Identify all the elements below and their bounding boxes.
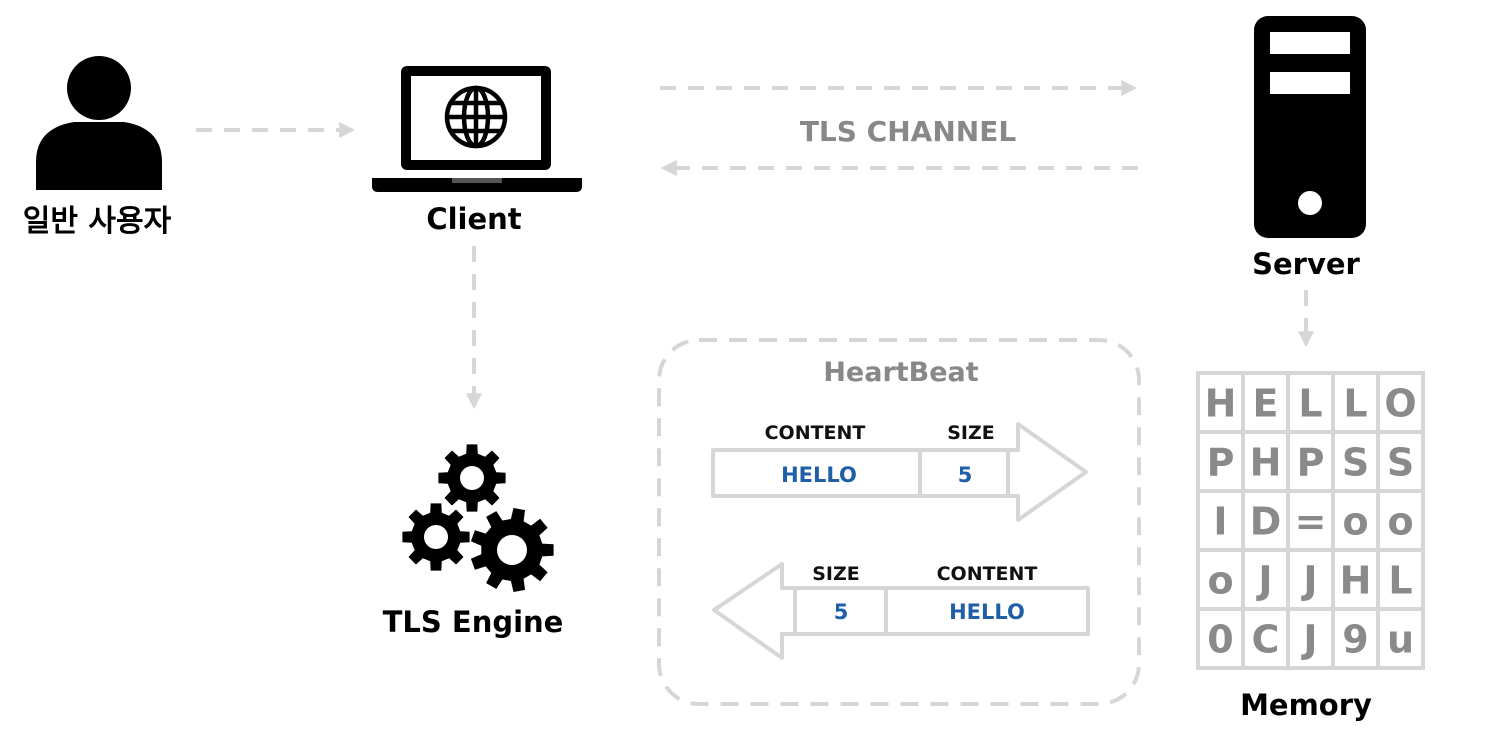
memory-cell: P (1297, 441, 1325, 485)
memory-cell: S (1387, 441, 1414, 485)
heartbeat-request-arrow (711, 422, 1088, 522)
memory-cell: L (1388, 559, 1412, 603)
memory-cell: o (1387, 500, 1413, 544)
response-content-header: CONTENT (937, 563, 1038, 585)
heartbeat-box (657, 338, 1141, 706)
request-size-header: SIZE (947, 422, 995, 444)
memory-cell: H (1340, 559, 1372, 603)
memory-cell: E (1253, 382, 1279, 426)
memory-cell: = (1295, 500, 1327, 544)
heartbeat-response-arrow (712, 562, 1090, 660)
memory-cell: C (1252, 618, 1280, 662)
memory-cell: O (1384, 382, 1416, 426)
memory-cell: o (1342, 500, 1368, 544)
memory-cell: D (1250, 500, 1282, 544)
memory-cell: J (1255, 559, 1272, 603)
request-size-value: 5 (958, 463, 973, 487)
memory-cell: S (1342, 441, 1369, 485)
memory-cell: J (1300, 559, 1317, 603)
response-size-value: 5 (834, 600, 849, 624)
memory-cell: H (1250, 441, 1282, 485)
memory-cell: 0 (1207, 618, 1233, 662)
request-content-value: HELLO (781, 463, 857, 487)
memory-cell: u (1387, 618, 1414, 662)
user-icon (36, 56, 162, 190)
globe-icon (444, 85, 508, 149)
user-label: 일반 사용자 (23, 204, 172, 239)
memory-cell: J (1300, 618, 1317, 662)
heartbeat-title: HeartBeat (823, 357, 978, 388)
memory-cell: H (1205, 382, 1237, 426)
client-label: Client (426, 202, 521, 236)
gears-icon (402, 444, 554, 592)
tls-channel-label: TLS CHANNEL (800, 115, 1017, 148)
memory-cell: P (1207, 441, 1235, 485)
response-content-value: HELLO (949, 600, 1025, 624)
tls-engine-label: TLS Engine (383, 605, 564, 639)
memory-cell: 9 (1342, 618, 1368, 662)
server-icon (1254, 16, 1366, 238)
memory-cell: o (1207, 559, 1233, 603)
response-size-header: SIZE (812, 563, 860, 585)
request-content-header: CONTENT (765, 422, 866, 444)
memory-label: Memory (1240, 688, 1372, 722)
server-label: Server (1252, 247, 1360, 281)
memory-cell: I (1213, 500, 1227, 544)
memory-cell: L (1343, 382, 1367, 426)
memory-cell: L (1298, 382, 1322, 426)
